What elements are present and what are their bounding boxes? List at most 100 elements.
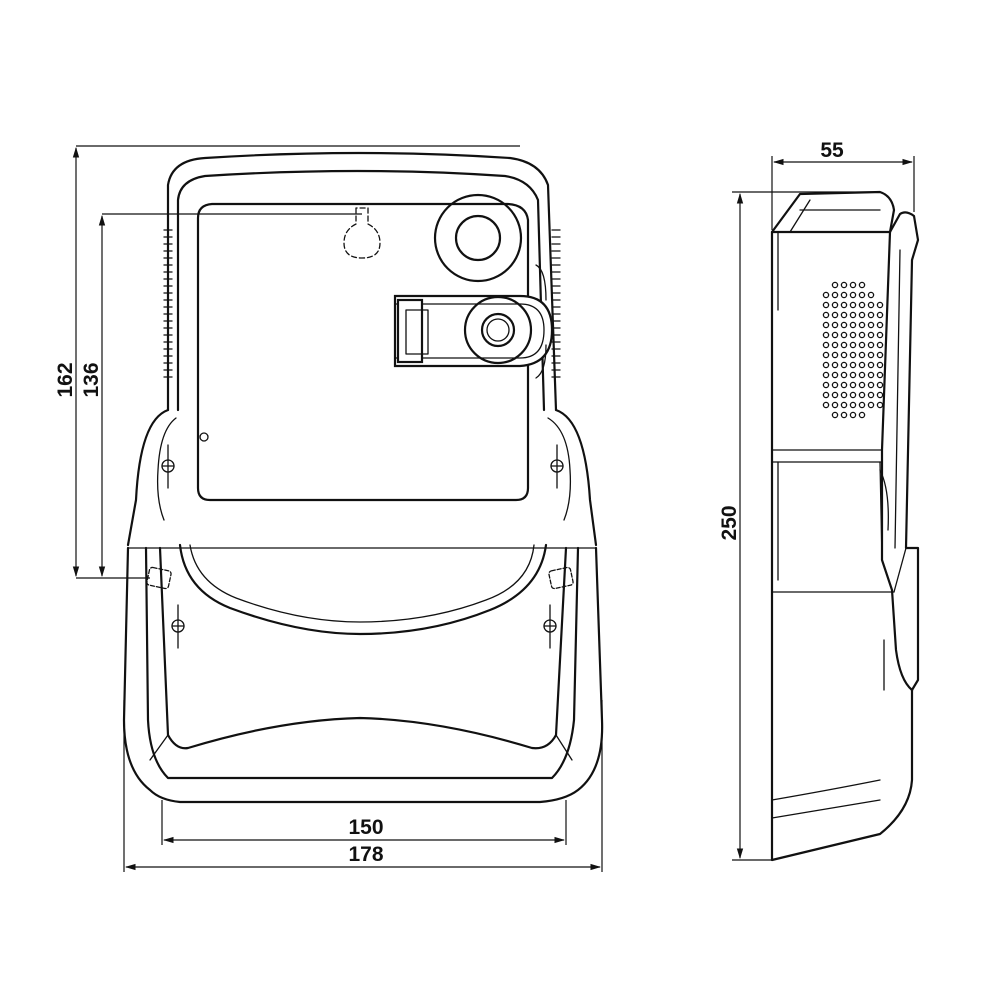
- upper-housing-rim: [176, 169, 546, 412]
- vent-hole: [858, 291, 866, 299]
- keyhole-slot-icon: [343, 207, 381, 259]
- vent-hole: [867, 321, 875, 329]
- side-view: [770, 190, 920, 862]
- vent-hole: [822, 401, 830, 409]
- upper-knob-inner: [454, 214, 502, 262]
- cover-latch-right-icon: [548, 566, 574, 590]
- vent-hole: [840, 391, 848, 399]
- vent-hole: [876, 311, 884, 319]
- side-dimensions: 55 250: [718, 139, 915, 861]
- vent-hole: [876, 301, 884, 309]
- left-grip-ribs: [163, 229, 173, 378]
- vent-hole: [876, 351, 884, 359]
- vent-hole: [822, 301, 830, 309]
- vent-hole: [858, 401, 866, 409]
- vent-hole: [858, 381, 866, 389]
- vent-hole: [858, 321, 866, 329]
- vent-hole: [840, 341, 848, 349]
- vent-hole: [831, 301, 839, 309]
- vent-hole: [876, 381, 884, 389]
- vent-hole: [831, 321, 839, 329]
- vent-grille: [822, 281, 884, 419]
- vent-hole: [849, 381, 857, 389]
- vent-hole: [831, 411, 839, 419]
- vent-hole: [849, 351, 857, 359]
- upper-knob-outer: [433, 193, 523, 283]
- cover-recess: [158, 546, 568, 750]
- dim-height-250: 250: [718, 505, 741, 540]
- vent-hole: [867, 311, 875, 319]
- left-shoulder: [126, 408, 170, 547]
- vent-hole: [831, 311, 839, 319]
- vent-hole: [840, 291, 848, 299]
- side-front-face: [880, 230, 914, 692]
- vent-hole: [867, 351, 875, 359]
- dim-depth-55: 55: [820, 139, 844, 162]
- vent-hole: [867, 401, 875, 409]
- terminal-cover-outline: [122, 546, 604, 804]
- vent-hole: [840, 381, 848, 389]
- dim-height-162: 162: [54, 362, 77, 397]
- vent-hole: [876, 391, 884, 399]
- dim-width-178: 178: [348, 843, 383, 866]
- screw-upper-right-icon: [550, 444, 564, 489]
- vent-hole: [831, 281, 839, 289]
- lower-knob-outer: [463, 295, 533, 365]
- vent-hole: [867, 381, 875, 389]
- vent-hole: [867, 371, 875, 379]
- vent-hole: [822, 381, 830, 389]
- vent-hole: [849, 331, 857, 339]
- front-dimensions: 162 136 150 178: [54, 145, 603, 872]
- upper-housing-outline: [166, 151, 558, 412]
- vent-hole: [858, 311, 866, 319]
- vent-hole: [849, 361, 857, 369]
- side-clip-bar: [888, 211, 920, 692]
- vent-hole: [840, 301, 848, 309]
- vent-hole: [831, 361, 839, 369]
- dim-width-150: 150: [348, 816, 383, 839]
- seal-clip: [393, 294, 554, 368]
- side-top-cap: [770, 190, 896, 234]
- screw-upper-left-icon: [161, 444, 175, 489]
- vent-hole: [831, 381, 839, 389]
- vent-hole: [840, 331, 848, 339]
- vent-hole: [849, 321, 857, 329]
- vent-hole: [858, 371, 866, 379]
- vent-hole: [849, 311, 857, 319]
- right-grip-ribs: [551, 229, 561, 378]
- vent-hole: [849, 341, 857, 349]
- vent-hole: [822, 361, 830, 369]
- vent-hole: [840, 361, 848, 369]
- cover-window-curve: [178, 543, 548, 636]
- vent-hole: [831, 341, 839, 349]
- vent-hole: [858, 351, 866, 359]
- vent-hole: [822, 291, 830, 299]
- vent-hole: [822, 351, 830, 359]
- vent-hole: [840, 411, 848, 419]
- vent-hole: [831, 401, 839, 409]
- vent-hole: [840, 311, 848, 319]
- vent-hole: [849, 401, 857, 409]
- vent-hole: [822, 391, 830, 399]
- vent-hole: [831, 371, 839, 379]
- vent-hole: [858, 361, 866, 369]
- vent-hole: [858, 331, 866, 339]
- vent-hole: [840, 351, 848, 359]
- vent-hole: [849, 411, 857, 419]
- vent-hole: [876, 331, 884, 339]
- vent-hole: [822, 371, 830, 379]
- side-back-plate: [770, 230, 914, 862]
- vent-hole: [858, 341, 866, 349]
- vent-hole: [840, 401, 848, 409]
- vent-hole: [858, 281, 866, 289]
- vent-hole: [849, 301, 857, 309]
- vent-hole: [867, 341, 875, 349]
- vent-hole: [849, 291, 857, 299]
- vent-hole: [822, 311, 830, 319]
- vent-hole: [858, 391, 866, 399]
- vent-hole: [876, 371, 884, 379]
- vent-hole: [867, 391, 875, 399]
- vent-hole: [831, 391, 839, 399]
- cover-latch-left-icon: [146, 566, 172, 590]
